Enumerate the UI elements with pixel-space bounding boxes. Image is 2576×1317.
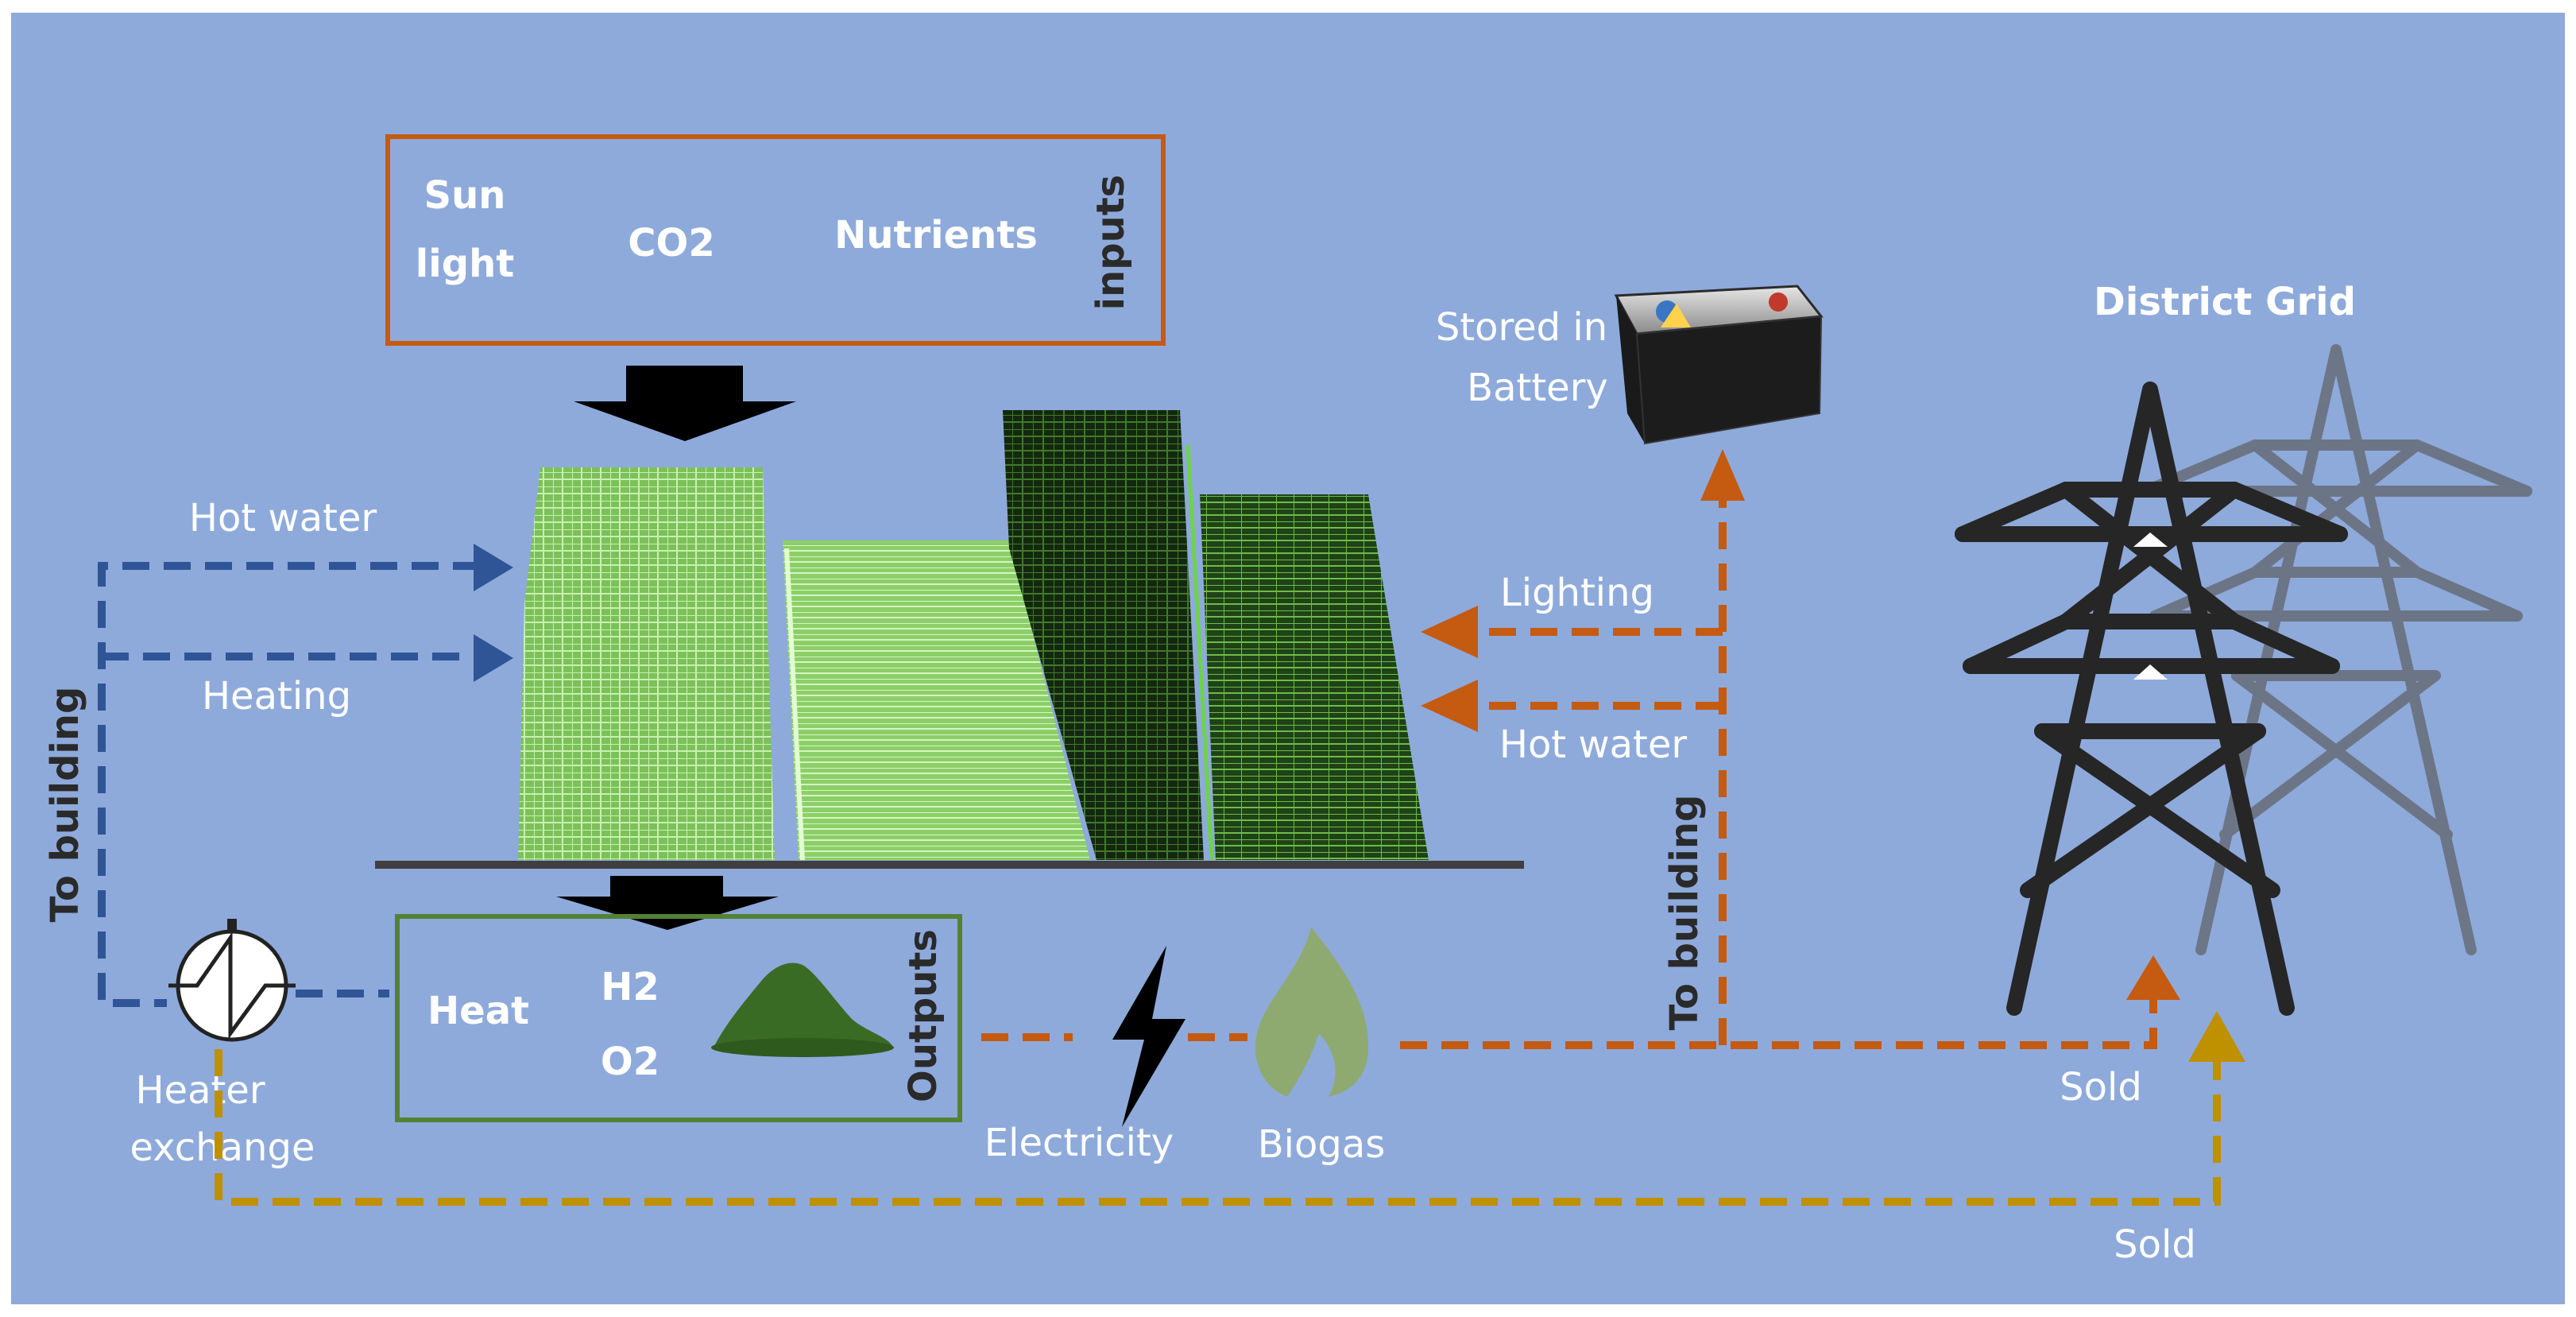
output-h2: H2 <box>601 965 659 1009</box>
battery-icon <box>1614 285 1824 445</box>
heat-exchanger-icon <box>168 919 296 1042</box>
grid-sold-upper-label: Sold <box>2060 1065 2142 1110</box>
blue-flow-lines <box>98 562 480 1007</box>
outputs-down-arrow <box>556 876 779 930</box>
input-sunlight-line2: light <box>416 242 514 286</box>
power-tower-icon <box>1955 344 2532 1016</box>
electricity-label: Electricity <box>984 1121 1174 1165</box>
district-grid-title: District Grid <box>2094 280 2356 324</box>
grid-sold-lower-label: Sold <box>2114 1222 2196 1267</box>
orange-sold-arrowhead <box>2126 955 2180 1000</box>
gold-sold-arrowhead <box>2188 1011 2245 1062</box>
inputs-down-arrow <box>574 366 796 441</box>
biogas-label: Biogas <box>1258 1122 1386 1167</box>
right-hot-water-arrowhead <box>1421 680 1478 732</box>
left-to-building-label: To building <box>43 687 87 923</box>
heating-in-arrowhead <box>474 634 513 682</box>
inputs-box <box>385 134 1166 346</box>
right-to-building-label: To building <box>1662 795 1707 1031</box>
left-heating-label: Heating <box>202 674 351 719</box>
left-hot-water-label: Hot water <box>189 496 377 540</box>
battery-label-line1: Stored in <box>1436 305 1607 350</box>
right-hot-water-label: Hot water <box>1499 722 1688 767</box>
greenhouse-base <box>375 861 1524 869</box>
outputs-box <box>395 914 962 1122</box>
flame-icon <box>1255 927 1369 1097</box>
heater-exchange-line1: Heater <box>135 1068 265 1113</box>
inputs-label: inputs <box>1089 175 1133 311</box>
input-co2: CO2 <box>628 221 714 265</box>
output-o2: O2 <box>601 1040 659 1084</box>
input-nutrients: Nutrients <box>834 213 1038 258</box>
lighting-arrowhead <box>1421 606 1478 658</box>
battery-label-line2: Battery <box>1467 366 1608 410</box>
outputs-label: Outputs <box>901 929 946 1102</box>
greenhouse-icon <box>518 410 1429 861</box>
input-sunlight-line1: Sun <box>424 173 506 218</box>
battery-up-arrowhead <box>1700 449 1745 501</box>
algae-pile-icon <box>711 963 894 1057</box>
lightning-icon <box>1112 946 1186 1127</box>
hot-water-in-arrowhead <box>474 544 513 591</box>
orange-flow-lines <box>981 494 2157 1049</box>
output-heat: Heat <box>427 989 529 1033</box>
lighting-label: Lighting <box>1500 571 1654 615</box>
